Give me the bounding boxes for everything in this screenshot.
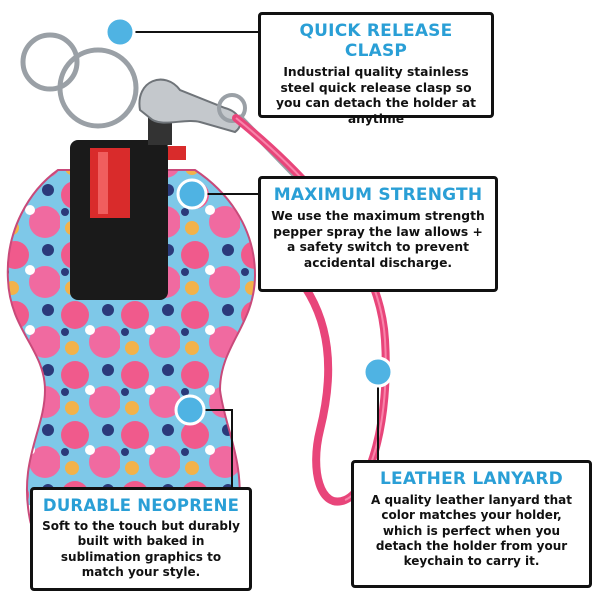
callout-title: MAXIMUM STRENGTH <box>273 185 483 205</box>
key-ring-large <box>57 47 139 129</box>
callout-title: QUICK RELEASE CLASP <box>299 21 453 61</box>
callout-body: We use the maximum strength pepper spray… <box>271 209 485 271</box>
callout-title: DURABLE NEOPRENE <box>42 496 240 515</box>
callout-leather-lanyard: LEATHER LANYARD A quality leather lanyar… <box>351 460 592 588</box>
marker-dot-icon <box>104 16 136 48</box>
marker-dot-strength <box>176 178 208 210</box>
key-ring-icon <box>20 32 80 92</box>
callout-body: Soft to the touch but durably built with… <box>42 519 240 580</box>
callout-body: Industrial quality stainless steel quick… <box>275 65 477 127</box>
marker-dot-lanyard <box>362 356 394 388</box>
callout-quick-release-clasp: QUICK RELEASE CLASP Industrial quality s… <box>258 12 494 126</box>
callout-body: A quality leather lanyard that color mat… <box>371 493 572 569</box>
canister-cap <box>90 148 130 218</box>
callout-maximum-strength: MAXIMUM STRENGTH We use the maximum stre… <box>258 176 498 292</box>
marker-dot-neoprene <box>174 394 206 426</box>
callout-title: LEATHER LANYARD <box>380 469 563 489</box>
callout-durable-neoprene: DURABLE NEOPRENE Soft to the touch but d… <box>30 487 252 591</box>
